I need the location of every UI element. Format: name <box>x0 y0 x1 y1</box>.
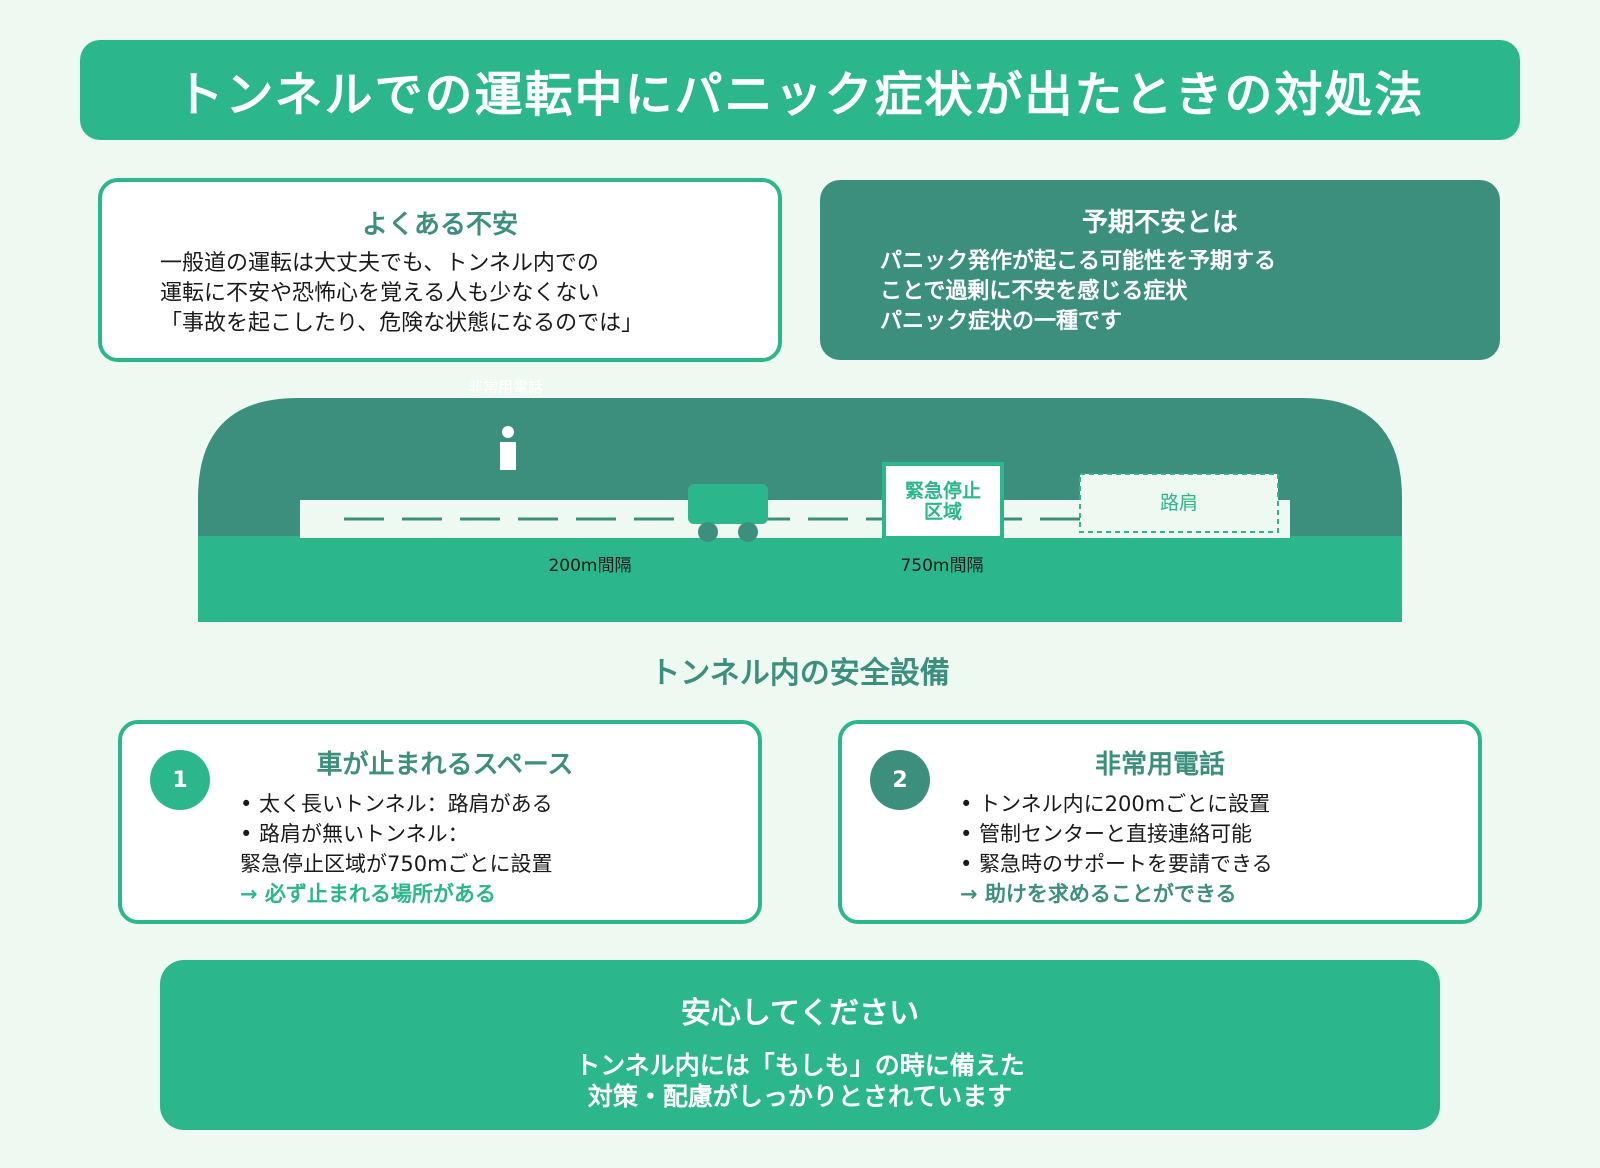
phone-interval-label: 200m間隔 <box>548 556 631 576</box>
common-anxiety-line: 運転に不安や恐怖心を覚える人も少なくない <box>160 281 600 306</box>
page-title: トンネルでの運転中にパニック症状が出たときの対処法 <box>175 67 1425 123</box>
car-icon <box>688 484 768 542</box>
anticipatory-anxiety-line: パニック発作が起こる可能性を予期する <box>880 249 1277 274</box>
anticipatory-anxiety-body: パニック発作が起こる可能性を予期する ことで過剰に不安を感じる症状 パニック症状… <box>880 247 1500 337</box>
reassurance-body: トンネル内には「もしも」の時に備えた 対策・配慮がしっかりとされています <box>160 1050 1440 1112</box>
feature-item: 緊急停止区域が750mごとに設置 <box>240 852 553 876</box>
feature-conclusion: → 必ず止まれる場所がある <box>240 882 496 906</box>
feature-card-emergency-phone: 2 非常用電話 • トンネル内に200mごとに設置 • 管制センターと直接連絡可… <box>838 720 1482 924</box>
emergency-stop-zone-label: 区域 <box>924 500 962 523</box>
road-shoulder-label: 路肩 <box>1160 492 1198 514</box>
reassurance-heading: 安心してください <box>680 996 920 1031</box>
tunnel-diagram: 緊急停止 区域 路肩 200m間隔 750m間隔 <box>198 398 1402 622</box>
anticipatory-anxiety-line: ことで過剰に不安を感じる症状 <box>880 279 1188 304</box>
feature-conclusion: → 助けを求めることができる <box>960 882 1237 906</box>
feature-item: • 路肩が無いトンネル： <box>240 822 469 846</box>
common-anxiety-line: 「事故を起こしたり、危険な状態になるのでは」 <box>160 311 644 336</box>
feature-list: • トンネル内に200mごとに設置 • 管制センターと直接連絡可能 • 緊急時の… <box>960 789 1478 909</box>
emergency-phone-icon <box>500 426 516 470</box>
feature-number-badge: 1 <box>150 750 210 810</box>
reassurance-line: トンネル内には「もしも」の時に備えた <box>575 1051 1025 1080</box>
title-banner: トンネルでの運転中にパニック症状が出たときの対処法 <box>80 40 1520 140</box>
feature-card-stop-space: 1 車が止まれるスペース • 太く長いトンネル：路肩がある • 路肩が無いトンネ… <box>118 720 762 924</box>
tunnel-ground <box>198 536 1402 622</box>
stop-zone-interval-label: 750m間隔 <box>900 556 983 576</box>
anticipatory-anxiety-line: パニック症状の一種です <box>880 309 1123 334</box>
reassurance-line: 対策・配慮がしっかりとされています <box>587 1082 1013 1111</box>
common-anxiety-line: 一般道の運転は大丈夫でも、トンネル内での <box>160 251 599 276</box>
feature-heading: 車が止まれるスペース <box>316 750 574 780</box>
feature-item: • 管制センターと直接連絡可能 <box>960 822 1253 846</box>
emergency-stop-zone <box>882 462 1004 540</box>
anticipatory-anxiety-heading: 予期不安とは <box>1081 208 1238 238</box>
feature-number-badge: 2 <box>870 750 930 810</box>
emergency-phone-label: 非常用電話 <box>468 378 544 396</box>
common-anxiety-body: 一般道の運転は大丈夫でも、トンネル内での 運転に不安や恐怖心を覚える人も少なくな… <box>160 249 778 339</box>
feature-heading: 非常用電話 <box>1094 750 1225 780</box>
feature-list: • 太く長いトンネル：路肩がある • 路肩が無いトンネル： 緊急停止区域が750… <box>240 789 758 909</box>
emergency-stop-zone-label: 緊急停止 <box>905 479 981 502</box>
feature-item: • トンネル内に200mごとに設置 <box>960 792 1271 816</box>
anticipatory-anxiety-card: 予期不安とは パニック発作が起こる可能性を予期する ことで過剰に不安を感じる症状… <box>820 180 1500 360</box>
safety-section-title: トンネル内の安全設備 <box>650 656 950 691</box>
common-anxiety-card: よくある不安 一般道の運転は大丈夫でも、トンネル内での 運転に不安や恐怖心を覚え… <box>98 178 782 362</box>
feature-item: • 緊急時のサポートを要請できる <box>960 852 1273 876</box>
reassurance-banner: 安心してください トンネル内には「もしも」の時に備えた 対策・配慮がしっかりとさ… <box>160 960 1440 1130</box>
road-shoulder <box>1079 473 1279 533</box>
feature-item: • 太く長いトンネル：路肩がある <box>240 792 553 816</box>
common-anxiety-heading: よくある不安 <box>361 210 518 240</box>
